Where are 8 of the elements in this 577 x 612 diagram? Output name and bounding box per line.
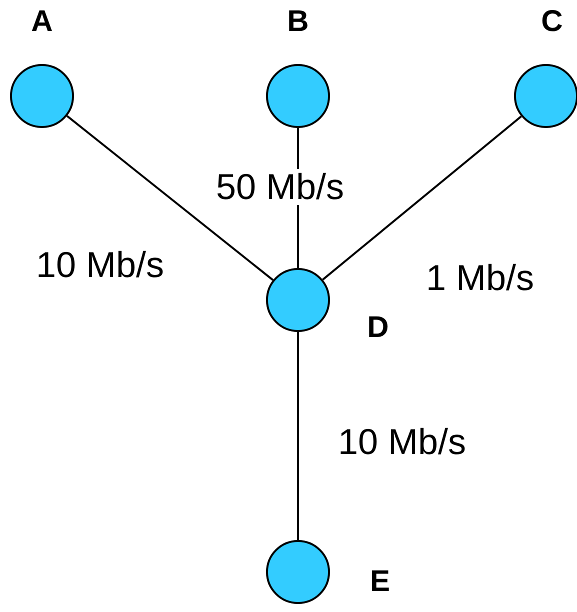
connector-line — [297, 332, 299, 540]
node-label: B — [287, 7, 309, 37]
connector-line — [322, 116, 522, 280]
node-label: A — [31, 7, 53, 37]
connector-line — [66, 115, 274, 281]
node-label: D — [367, 313, 389, 343]
node-label: C — [541, 7, 563, 37]
node-label: E — [370, 567, 390, 597]
